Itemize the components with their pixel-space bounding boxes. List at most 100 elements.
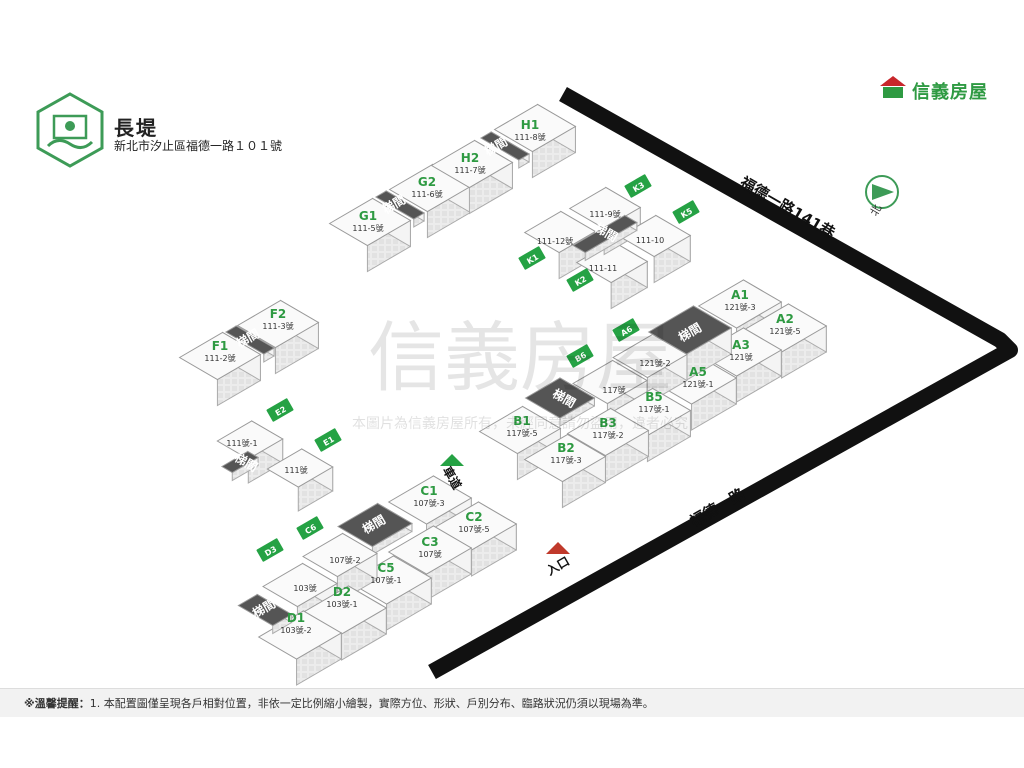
tag-D3: D3 [256,538,284,562]
watermark-disclaimer: 本圖片為信義房屋所有，未經同意請勿盜用，違者必究 [352,415,688,432]
building-d2 [302,585,388,661]
tag-K2: K2 [566,268,594,292]
unit-number-E: 111號 [284,465,307,475]
stairwell-h [479,131,531,169]
unit-number-C5: 107號-1 [370,575,401,585]
building-a5 [652,355,738,431]
building-a3 [697,327,783,403]
building-a2 [742,303,828,379]
building-b3 [566,407,650,483]
tag-label-E1: E1 [322,434,336,448]
unit-name-C3: C3 [421,535,438,549]
building-k12 [523,210,597,280]
unit-number-F2: 111-3號 [262,321,293,331]
stairwell-label: 梯間 [550,386,578,411]
building-g2 [388,163,472,239]
unit-name-B3: B3 [599,416,617,430]
watermark-large: 信義房屋 [368,313,672,402]
building-c-2 [302,532,378,604]
unit-name-G2: G2 [418,175,436,189]
unit-number-C1: 107號-3 [413,498,444,508]
road-lines [428,87,1018,679]
building-e1 [216,420,284,484]
unit-number-D1: 103號-2 [280,625,311,635]
footer-bar [0,688,1024,717]
building-b1 [478,405,562,481]
tag-label-D3: D3 [263,544,278,558]
unit-number-A1: 121號-3 [724,302,755,312]
building-c2 [432,501,518,577]
tag-E1: E1 [314,428,342,452]
unit-name-B2: B2 [557,441,575,455]
building-d1 [257,610,343,686]
unit-number-A2: 121號-5 [769,326,800,336]
unit-name-B1: B1 [513,414,531,428]
unit-number-A5: 121號-1 [682,379,713,389]
unit-number-C3: 107號 [418,549,441,559]
building-c3 [387,525,473,601]
driveway-label: 車道 [440,464,465,492]
footer-prefix: ※溫馨提醒： [24,697,90,710]
stairwell-label: 梯間 [380,192,408,217]
tag-label-B6: B6 [573,350,588,364]
building-d103 [262,562,338,634]
unit-number-C-2: 107號-2 [329,555,360,565]
unit-name-C2: C2 [465,510,482,524]
building-c5 [347,555,433,631]
stairwell-label: 梯間 [234,326,262,351]
building-a1 [697,279,783,355]
stairwell-label: 梯間 [676,320,704,345]
stairwell-label: 梯間 [482,134,510,159]
stairwell-g [374,190,426,228]
unit-number-D-103: 103號 [293,583,316,593]
tag-A6: A6 [612,318,640,342]
brand-logo-icon [880,76,906,98]
unit-number-H2: 111-7號 [454,165,485,175]
tag-label-E2: E2 [274,405,288,418]
unit-number-E-1: 111號-1 [226,438,257,448]
unit-name-A5: A5 [689,365,707,379]
building-k11 [575,240,649,310]
unit-name-A1: A1 [731,288,749,302]
building-g1 [328,197,412,273]
stairwell-f [224,325,276,363]
unit-name-A2: A2 [776,312,794,326]
entrance-arrow-icon [546,542,570,554]
unit-number-B5: 117號-1 [638,404,669,414]
unit-number-K-10: 111-10 [636,236,664,245]
unit-name-A3: A3 [732,338,750,352]
stairwell-label: 梯間 [232,450,260,475]
unit-number-G1: 111-5號 [352,223,383,233]
unit-name-D1: D1 [287,611,305,625]
road-fude-1-label: 福德一路 [686,484,749,531]
unit-number-B2: 117號-3 [550,455,581,465]
building-f2 [236,299,320,375]
unit-number-K-9: 111-9號 [589,209,620,219]
footer-text: 1. 本配置圖僅呈現各戶相對位置，非依一定比例縮小繪製，實際方位、形狀、戶別分布… [89,697,654,710]
unit-number-B-117: 117號 [602,385,625,395]
unit-name-C5: C5 [377,561,394,575]
tag-label-A6: A6 [619,324,634,338]
unit-number-B3: 117號-2 [592,430,623,440]
building-k9 [568,186,642,256]
unit-number-A-2: 121號-2 [639,358,670,368]
tag-C6: C6 [296,516,324,540]
stairwell-d [237,593,293,635]
building-f1 [178,331,262,407]
tag-label-K5: K5 [679,206,694,220]
unit-number-F1: 111-2號 [204,353,235,363]
unit-number-C2: 107號-5 [458,524,489,534]
unit-name-D2: D2 [333,585,351,599]
unit-number-A3: 121號 [729,352,752,362]
building-b117 [572,359,648,431]
tag-E2: E2 [266,398,294,422]
unit-name-F1: F1 [212,339,229,353]
tag-label-K2: K2 [573,274,588,288]
tag-K5: K5 [672,200,700,224]
stairwell-c [337,502,413,556]
unit-name-B5: B5 [645,390,663,404]
building-c1 [387,475,473,551]
project-name: 長堤 [114,116,158,140]
project-logo-icon [36,92,104,168]
